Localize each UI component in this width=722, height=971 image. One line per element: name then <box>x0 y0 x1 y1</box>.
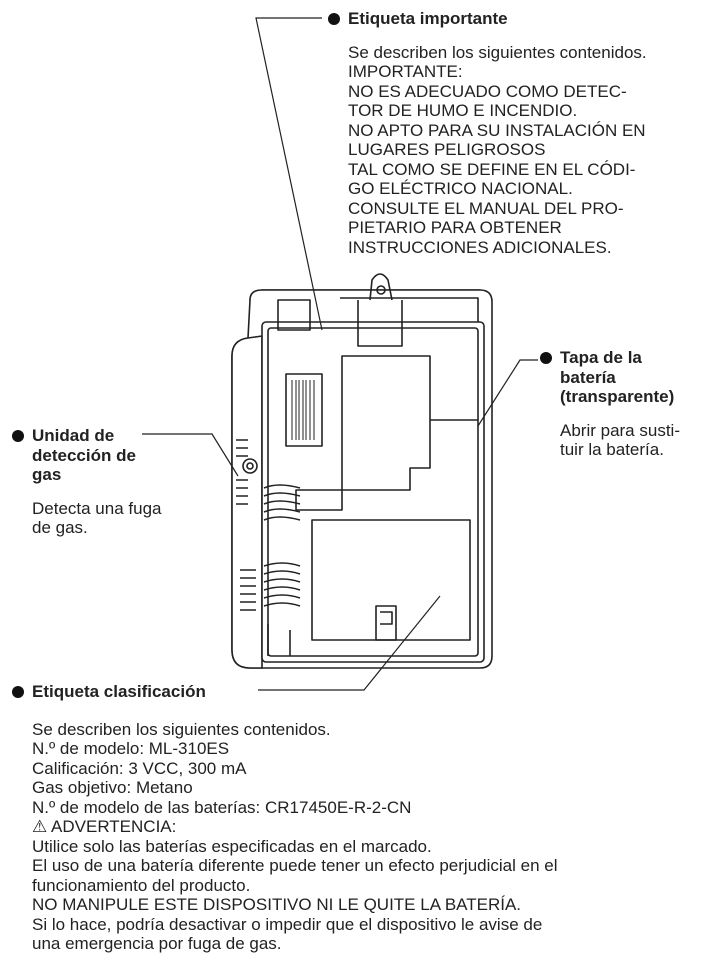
rating-label-line: funcionamiento del producto. <box>32 875 251 895</box>
important-label-line: CONSULTE EL MANUAL DEL PRO- <box>348 198 624 218</box>
important-label-line: IMPORTANTE: <box>348 62 463 81</box>
bullet-icon <box>540 352 552 364</box>
battery-cover-line: tuir la batería. <box>560 440 664 459</box>
rating-label-line: Si lo hace, podría desactivar o impedir … <box>32 914 543 934</box>
rating-label-line: una emergencia por fuga de gas. <box>32 934 282 953</box>
important-label-line: NO APTO PARA SU INSTALACIÓN EN <box>348 120 646 140</box>
callout-important-label: Etiqueta importante Se describen los sig… <box>328 9 720 258</box>
callout-gas-detection-unit: Unidad de detección de gas Detecta una f… <box>12 426 202 538</box>
important-label-line: LUGARES PELIGROSOS <box>348 140 546 159</box>
important-label-title: Etiqueta importante <box>348 9 508 28</box>
rating-label-line: Se describen los siguientes contenidos. <box>32 719 331 739</box>
gas-unit-title-line: detección de <box>32 445 136 465</box>
bullet-icon <box>12 430 24 442</box>
rating-label-line: Gas objetivo: Metano <box>32 778 193 797</box>
rating-label-line: Calificación: 3 VCC, 300 mA <box>32 758 247 778</box>
rating-label-title: Etiqueta clasificación <box>32 682 206 701</box>
gas-unit-body: Detecta una fuga de gas. <box>32 499 202 538</box>
bullet-icon <box>328 13 340 25</box>
important-label-line: PIETARIO PARA OBTENER <box>348 218 562 237</box>
battery-cover-title-line: batería <box>560 367 616 387</box>
important-label-line: INSTRUCCIONES ADICIONALES. <box>348 237 612 257</box>
battery-cover-title-line: (transparente) <box>560 387 675 406</box>
gas-unit-title: Unidad de detección de gas <box>32 426 202 485</box>
gas-unit-line: Detecta una fuga <box>32 498 162 518</box>
rating-label-line: El uso de una batería diferente puede te… <box>32 856 558 875</box>
battery-cover-line: Abrir para susti- <box>560 420 680 440</box>
gas-unit-title-line: gas <box>32 465 62 484</box>
callout-rating-label: Etiqueta clasificación Se describen los … <box>12 682 720 954</box>
rating-label-line: Utilice solo las baterías especificadas … <box>32 836 432 856</box>
rating-label-line: N.º de modelo: ML-310ES <box>32 739 230 758</box>
battery-cover-body: Abrir para susti- tuir la batería. <box>560 421 720 460</box>
rating-label-body: Se describen los siguientes contenidos. … <box>32 720 720 954</box>
gas-unit-line: de gas. <box>32 518 88 537</box>
important-label-line: Se describen los siguientes contenidos. <box>348 42 647 62</box>
important-label-line: NO ES ADECUADO COMO DETEC- <box>348 81 627 101</box>
bullet-icon <box>12 686 24 698</box>
callout-battery-cover: Tapa de la batería (transparente) Abrir … <box>540 348 720 460</box>
battery-cover-title: Tapa de la batería (transparente) <box>560 348 720 407</box>
rating-label-line: N.º de modelo de las baterías: CR17450E-… <box>32 797 412 817</box>
important-label-line: TOR DE HUMO E INCENDIO. <box>348 101 578 120</box>
battery-cover-title-line: Tapa de la <box>560 348 642 367</box>
important-label-line: TAL COMO SE DEFINE EN EL CÓDI- <box>348 159 636 179</box>
important-label-line: GO ELÉCTRICO NACIONAL. <box>348 179 573 198</box>
gas-unit-title-line: Unidad de <box>32 426 115 445</box>
rating-label-line: ⚠ ADVERTENCIA: <box>32 817 177 836</box>
rating-label-line: NO MANIPULE ESTE DISPOSITIVO NI LE QUITE… <box>32 895 522 914</box>
important-label-body: Se describen los siguientes contenidos. … <box>348 43 720 258</box>
